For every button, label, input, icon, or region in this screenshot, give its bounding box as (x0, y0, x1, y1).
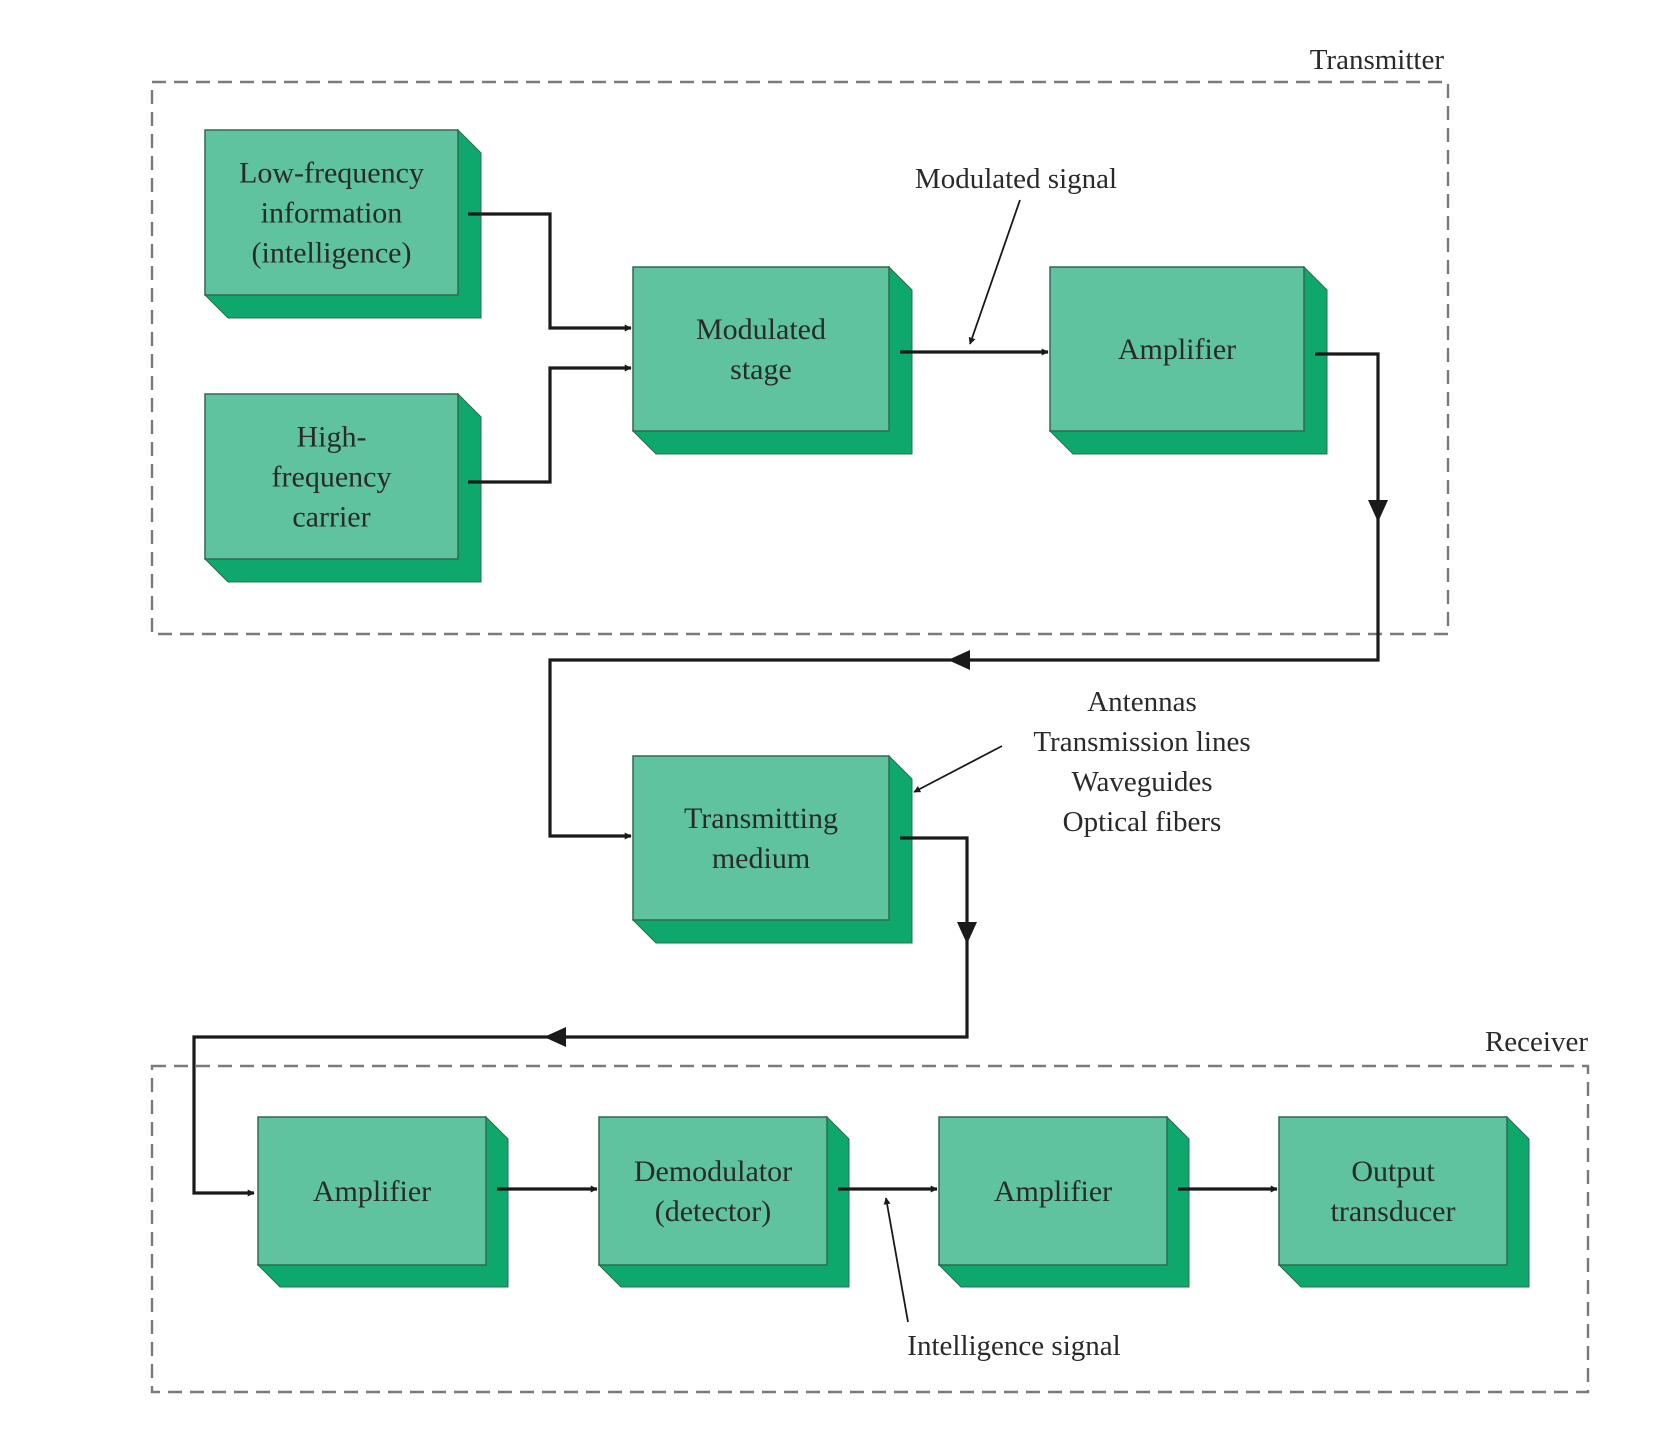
block-label-line: Modulated (696, 313, 826, 346)
high-frequency-carrier-block: High-frequency carrier (203, 392, 482, 583)
block-label-line: Low-frequency (239, 157, 424, 190)
output-transducer-block: Output transducer (1277, 1115, 1530, 1288)
direction-arrow-down-1 (1368, 500, 1388, 522)
demodulator-block: Demodulator (detector) (597, 1115, 850, 1288)
block-layer: Low-frequency information (intelligence) Hi… (203, 128, 1530, 1288)
wire-medium-to-receiver (192, 836, 969, 1197)
transmitting-medium-block: Transmitting medium (631, 754, 913, 944)
block-label-line: carrier (292, 501, 370, 534)
block-label-line: Amplifier (313, 1175, 431, 1208)
receiver-amplifier-2-block: Amplifier (937, 1115, 1190, 1288)
block-face (204, 393, 459, 560)
block-face (632, 755, 890, 921)
block-face (632, 266, 890, 432)
transmitter-amplifier-block: Amplifier (1048, 265, 1328, 455)
intelligence-signal-label: Intelligence signal (907, 1330, 1120, 1362)
media-item: Optical fibers (1063, 806, 1222, 838)
media-list: Antennas Transmission lines Waveguides O… (1033, 686, 1250, 838)
media-item: Waveguides (1071, 766, 1212, 798)
block-face (204, 129, 459, 296)
block-label-line: Amplifier (994, 1175, 1112, 1208)
block-label-line: transducer (1331, 1195, 1456, 1228)
block-label-line: (detector) (655, 1195, 772, 1228)
direction-arrow-left-1 (948, 650, 970, 670)
block-label-line: information (261, 197, 403, 230)
block-label-line: Amplifier (1118, 333, 1236, 366)
block-label-line: Output (1351, 1155, 1435, 1188)
block-face (1049, 266, 1305, 432)
direction-arrow-down-2 (957, 922, 977, 944)
transmitter-label: Transmitter (1310, 44, 1445, 76)
direction-arrow-left-2 (544, 1027, 566, 1047)
media-item: Antennas (1087, 686, 1197, 718)
intelligence-signal-leader (883, 1197, 909, 1323)
block-label-line: frequency (272, 461, 392, 494)
block-face (1278, 1116, 1508, 1266)
modulated-signal-leader (968, 199, 1021, 345)
block-face (598, 1116, 828, 1266)
block-label-line: stage (730, 353, 792, 386)
block-face (257, 1116, 487, 1266)
receiver-label: Receiver (1485, 1026, 1588, 1058)
receiver-frame (150, 1064, 1590, 1394)
low-frequency-information-block: Low-frequency information (intelligence) (203, 128, 482, 319)
block-label-line: (intelligence) (252, 237, 412, 270)
receiver-amplifier-1-block: Amplifier (256, 1115, 509, 1288)
block-label-line: Demodulator (634, 1155, 792, 1188)
media-leader (913, 745, 1003, 793)
block-face (938, 1116, 1168, 1266)
signal-path (192, 212, 1388, 1197)
block-label-line: Transmitting (684, 802, 838, 835)
wire-low-freq-to-modulator (468, 212, 632, 332)
modulated-signal-label: Modulated signal (915, 163, 1117, 195)
media-item: Transmission lines (1033, 726, 1250, 758)
transmitter-frame (150, 80, 1450, 636)
wire-carrier-to-modulator (468, 364, 632, 484)
block-label-line: medium (712, 842, 810, 875)
block-label-line: High- (297, 421, 367, 454)
modulated-stage-block: Modulated stage (631, 265, 913, 455)
